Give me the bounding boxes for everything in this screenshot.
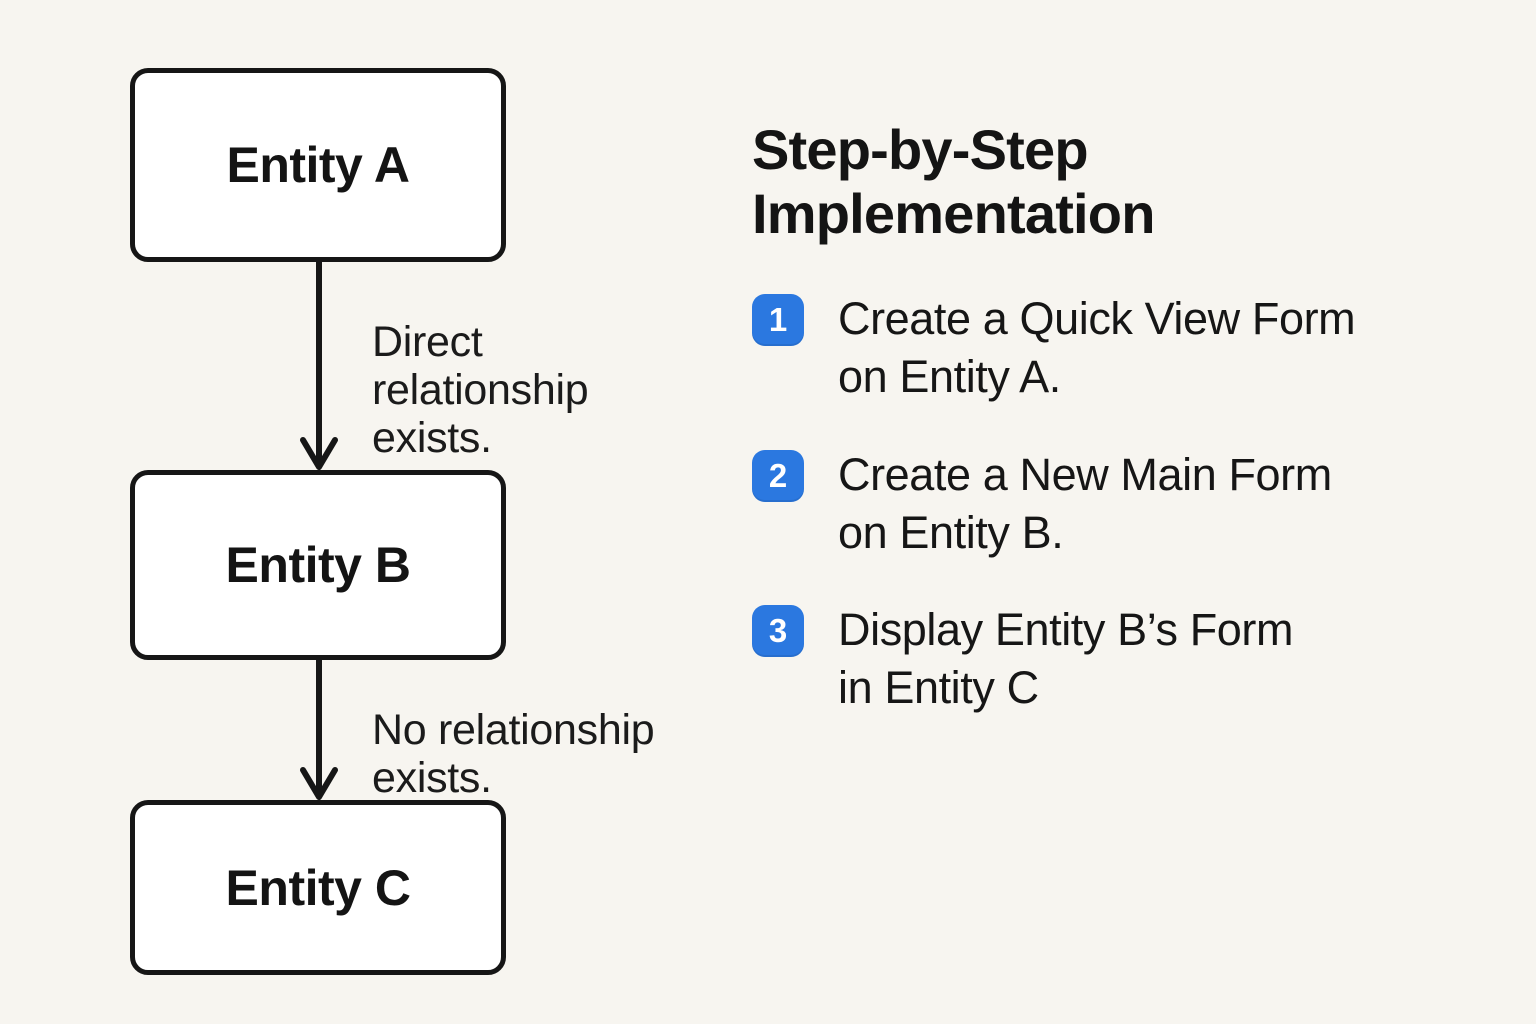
entity-b-label: Entity B	[225, 537, 411, 593]
step-1-number: 1	[768, 301, 788, 338]
edge-label-line: Direct	[372, 318, 483, 366]
step-2-number-badge: 2	[752, 450, 804, 502]
page-title-line-1: Step-by-Step	[752, 118, 1089, 181]
edge-label-line: No relationship	[372, 706, 655, 754]
page-title-line-2: Implementation	[752, 182, 1155, 245]
edge-label-line: exists.	[372, 414, 492, 462]
edge-label-direct-relationship: Direct relationship exists.	[372, 318, 692, 462]
entity-c-label: Entity C	[225, 859, 411, 916]
step-text-line: Create a New Main Form	[838, 449, 1332, 500]
arrowhead-down-icon	[300, 437, 338, 470]
entity-c-node: Entity C	[130, 800, 506, 975]
step-2-number: 2	[768, 457, 788, 494]
edge-label-line: exists.	[372, 754, 492, 802]
step-3-number-badge: 3	[752, 605, 804, 657]
entity-a-label: Entity A	[226, 137, 410, 193]
step-1-text: Create a Quick View Form on Entity A.	[838, 290, 1432, 406]
edge-label-no-relationship: No relationship exists.	[372, 706, 692, 802]
entity-b-node: Entity B	[130, 470, 506, 660]
step-item-2: 2 Create a New Main Form on Entity B.	[752, 446, 1432, 562]
step-3-number: 3	[768, 612, 788, 649]
entity-a-node: Entity A	[130, 68, 506, 262]
step-1-number-badge: 1	[752, 294, 804, 346]
step-3-text: Display Entity B’s Form in Entity C	[838, 601, 1432, 717]
step-text-line: Display Entity B’s Form	[838, 604, 1294, 655]
step-text-line: on Entity A.	[838, 351, 1061, 402]
edge-label-line: relationship	[372, 366, 589, 414]
step-text-line: Create a Quick View Form	[838, 293, 1356, 344]
step-item-3: 3 Display Entity B’s Form in Entity C	[752, 601, 1432, 717]
arrow-b-to-c-icon	[300, 660, 338, 800]
arrowhead-down-icon	[300, 767, 338, 800]
step-2-text: Create a New Main Form on Entity B.	[838, 446, 1432, 562]
page-title: Step-by-Step Implementation	[752, 118, 1155, 246]
step-item-1: 1 Create a Quick View Form on Entity A.	[752, 290, 1432, 406]
step-text-line: on Entity B.	[838, 507, 1064, 558]
step-text-line: in Entity C	[838, 662, 1039, 713]
arrow-a-to-b-icon	[300, 262, 338, 470]
